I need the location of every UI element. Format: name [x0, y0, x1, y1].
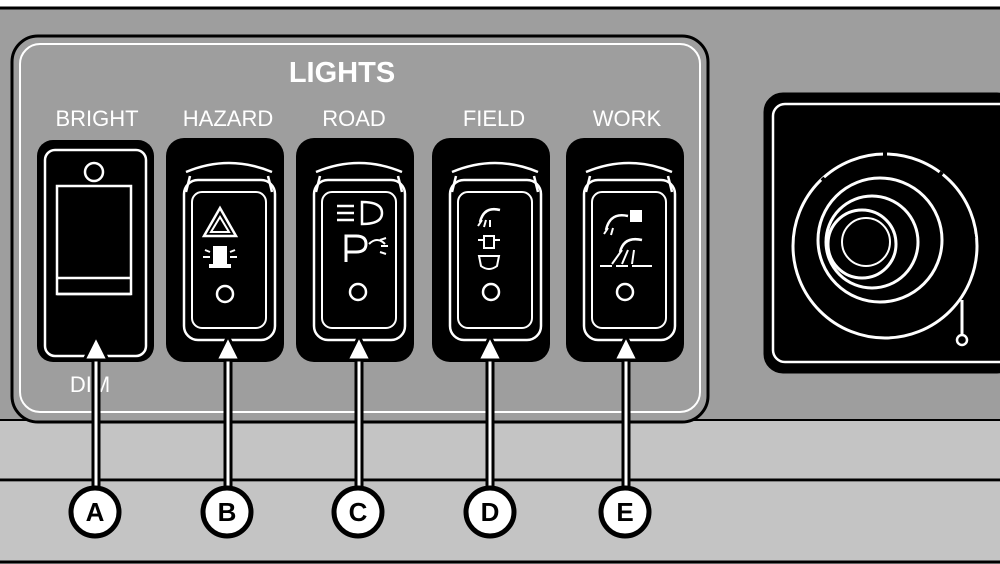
field-light-icon	[477, 208, 501, 270]
callout-letter-d: D	[481, 497, 500, 527]
work-light-icon	[600, 210, 652, 267]
switch-label-road: ROAD	[322, 106, 386, 131]
rotary-control-panel	[763, 92, 1000, 374]
road-switch[interactable]	[296, 138, 414, 362]
switch-label-hazard: HAZARD	[183, 106, 273, 131]
callout-d	[463, 332, 517, 539]
rotary-knob[interactable]	[816, 176, 944, 304]
switch-label-field: FIELD	[463, 106, 525, 131]
field-switch[interactable]	[432, 138, 550, 362]
switch-sublabel-dim: DIM	[70, 372, 110, 397]
beacon-icon	[203, 246, 237, 268]
parking-light-icon	[344, 234, 388, 262]
lower-trim-band	[0, 420, 1000, 480]
indicator-led	[481, 282, 501, 302]
callout-a	[68, 332, 122, 539]
work-switch[interactable]	[566, 138, 684, 362]
temperature-icon	[955, 300, 969, 347]
callout-letter-b: B	[218, 497, 237, 527]
panel-title: LIGHTS	[289, 57, 395, 89]
indicator-led	[83, 161, 105, 183]
callout-c	[331, 332, 385, 539]
indicator-led	[348, 282, 368, 302]
indicator-led	[615, 282, 635, 302]
hazard-switch[interactable]	[166, 138, 284, 362]
callout-letter-e: E	[616, 497, 633, 527]
switch-label-bright: BRIGHT	[55, 106, 138, 131]
switch-label-work: WORK	[593, 106, 662, 131]
callout-letter-c: C	[349, 497, 368, 527]
headlight-icon	[337, 200, 384, 226]
bright-dim-switch[interactable]	[37, 140, 154, 362]
indicator-led	[215, 284, 235, 304]
callout-e	[598, 332, 652, 539]
callout-b	[200, 332, 254, 539]
callout-letter-a: A	[86, 497, 105, 527]
hazard-triangle-icon	[201, 205, 239, 238]
